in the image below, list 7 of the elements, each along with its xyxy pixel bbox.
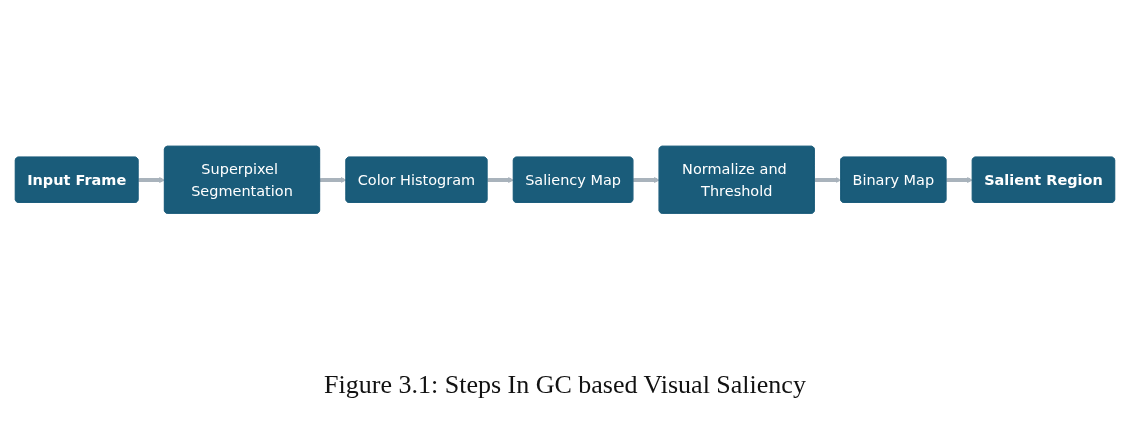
arrow xyxy=(319,177,347,184)
arrow xyxy=(946,177,973,184)
figure-caption: Figure 3.1: Steps In GC based Visual Saliency xyxy=(324,370,806,400)
arrow xyxy=(814,177,842,184)
arrow xyxy=(487,177,514,184)
arrow xyxy=(138,177,165,184)
arrow xyxy=(633,177,660,184)
